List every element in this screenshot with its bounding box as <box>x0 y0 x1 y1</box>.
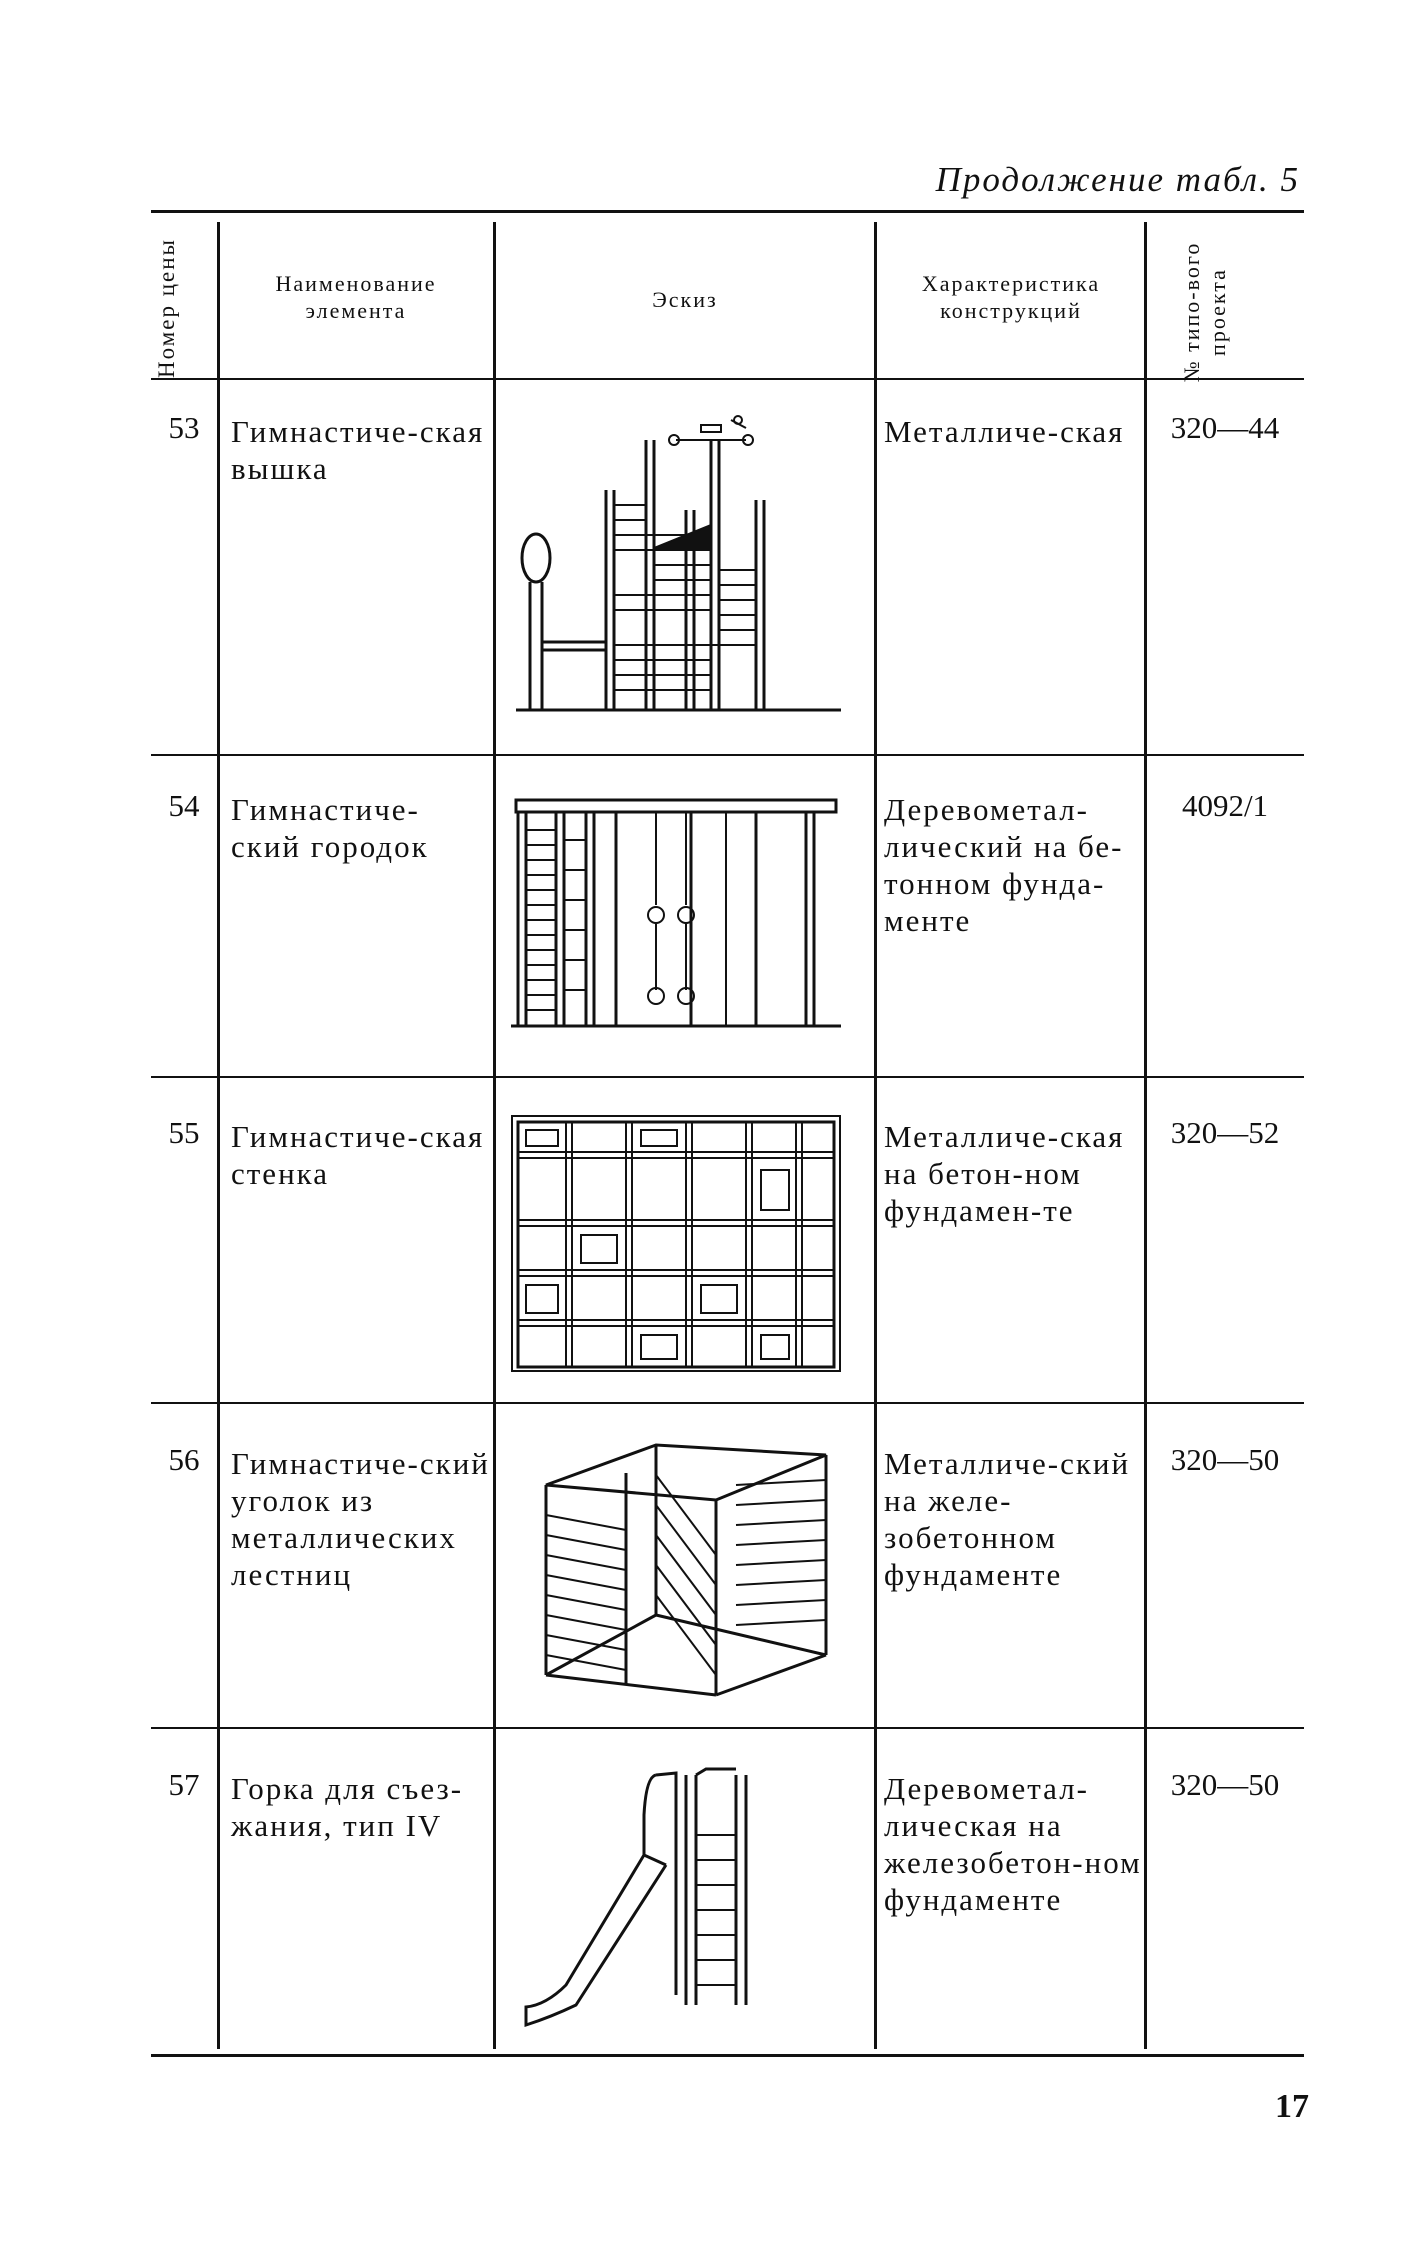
project-number: 320—44 <box>1170 410 1280 445</box>
row-divider <box>151 1402 1304 1404</box>
column-divider <box>1144 222 1147 2049</box>
element-name: Гимнастиче-ский городок <box>231 792 429 864</box>
element-name: Гимнастиче-ская стенка <box>231 1119 485 1191</box>
table-bottom-rule <box>151 2054 1304 2057</box>
header-project: № типо-вого проекта <box>1179 241 1230 383</box>
row-divider <box>151 1076 1304 1078</box>
equipment-table: Номер цены Наименование элемента Эскиз Х… <box>151 210 1304 2060</box>
element-characteristics: Деревометал-лическая на железобетон-ном … <box>884 1771 1142 1917</box>
header-bottom-rule <box>151 378 1304 380</box>
row-number: 56 <box>168 1442 200 1477</box>
row-divider <box>151 754 1304 756</box>
table-continuation-caption: Продолжение табл. 5 <box>935 160 1300 199</box>
element-characteristics: Металличе-ский на желе-зобетонном фундам… <box>884 1446 1131 1592</box>
row-number: 55 <box>168 1115 200 1150</box>
row-number: 54 <box>168 788 200 823</box>
header-sketch: Эскиз <box>652 287 718 312</box>
row-number: 57 <box>168 1767 200 1802</box>
column-divider <box>493 222 496 2049</box>
element-characteristics: Металличе-ская на бетон-ном фундамен-те <box>884 1119 1125 1228</box>
element-characteristics: Деревометал-лический на бе-тонном фунда-… <box>884 792 1124 938</box>
project-number: 4092/1 <box>1181 788 1269 823</box>
element-name: Гимнастиче-ский уголок из металлических … <box>231 1446 490 1592</box>
header-number: Номер цены <box>154 238 179 378</box>
row-divider <box>151 1727 1304 1729</box>
element-name: Гимнастиче-ская вышка <box>231 414 485 486</box>
page-number: 17 <box>1275 2088 1309 2125</box>
project-number: 320—50 <box>1170 1767 1280 1802</box>
project-number: 320—50 <box>1170 1442 1280 1477</box>
row-number: 53 <box>168 410 200 445</box>
element-characteristics: Металличе-ская <box>884 414 1125 449</box>
project-number: 320—52 <box>1170 1115 1280 1150</box>
header-name: Наименование элемента <box>275 271 437 323</box>
column-divider <box>217 222 220 2049</box>
table-top-rule <box>151 210 1304 213</box>
header-characteristics: Характеристика конструкций <box>921 271 1101 323</box>
element-name: Горка для съез-жания, тип IV <box>231 1771 464 1843</box>
column-divider <box>874 222 877 2049</box>
